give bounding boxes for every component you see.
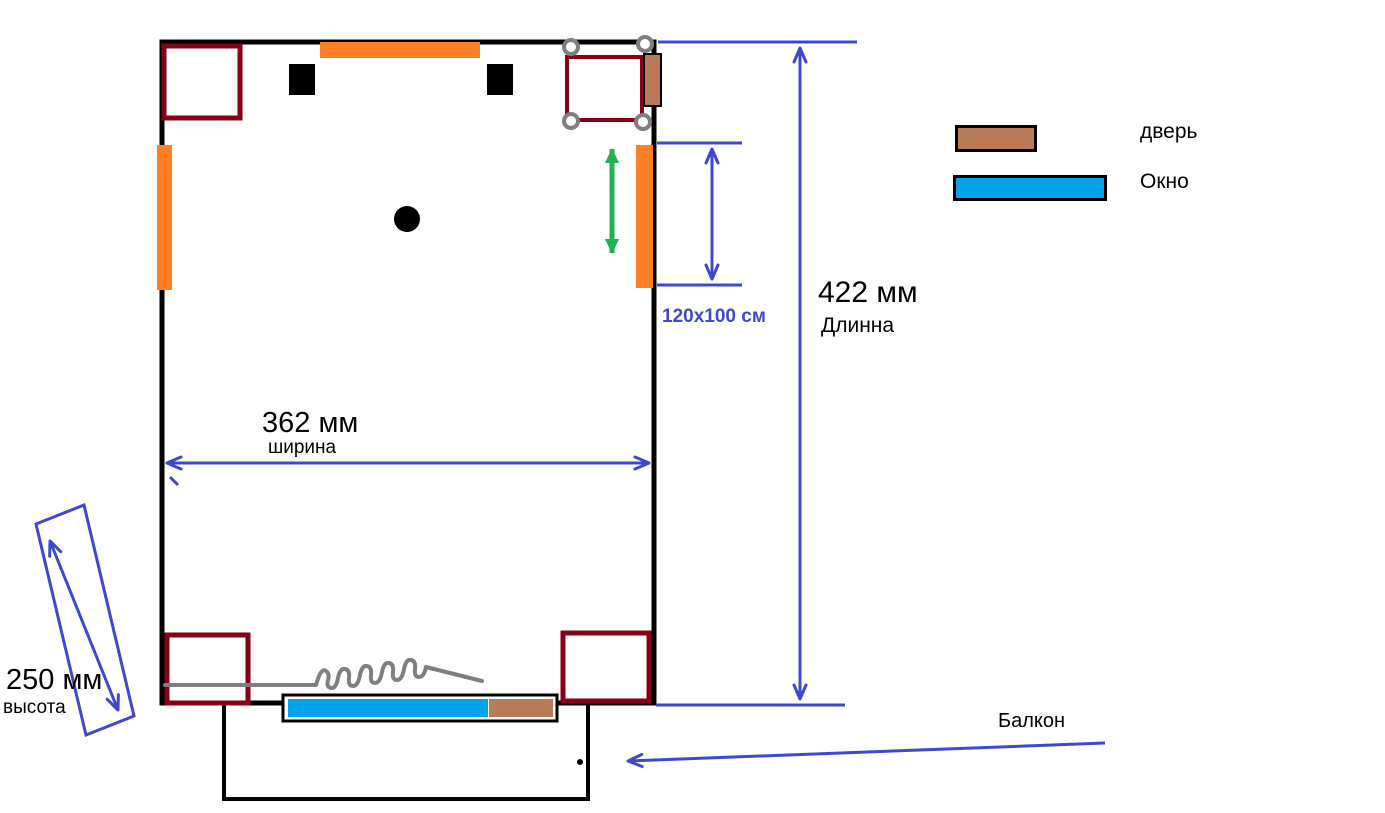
furniture-bottom-right (560, 630, 652, 704)
legend-window-swatch (953, 175, 1107, 201)
legend-window-label: Окно (1140, 170, 1189, 193)
furniture-top-right (565, 55, 644, 122)
window-door-frame (281, 693, 559, 723)
dimension-lines (34, 40, 1106, 768)
legend-door-label: дверь (1140, 120, 1198, 143)
radiator-left (157, 145, 172, 290)
width-tick (168, 475, 180, 487)
length-label: Длинна (821, 314, 895, 337)
height-label: высота (3, 697, 66, 718)
balcony-label: Балкон (998, 710, 1066, 732)
black-block-left (289, 64, 315, 95)
corner-ring-top-right (636, 35, 654, 53)
corner-ring-bottom-left (562, 112, 580, 130)
door-bottom (489, 699, 553, 717)
length-value: 422 мм (818, 276, 918, 309)
radiator-top (320, 42, 480, 58)
ceiling-light-dot (394, 206, 420, 232)
balcony-outline (222, 704, 590, 801)
door-top-right (643, 53, 662, 107)
legend-door-swatch (955, 125, 1037, 152)
window-bottom (288, 699, 488, 717)
balcony-dot (577, 759, 583, 765)
corner-ring-top-left (562, 38, 580, 56)
width-value: 362 мм (262, 407, 359, 439)
furniture-top-left (161, 43, 243, 121)
corner-ring-bottom-right (634, 113, 652, 131)
height-value: 250 мм (6, 664, 103, 696)
balcony-pointer-arrow (626, 741, 1106, 768)
black-block-right (487, 64, 513, 95)
furniture-bottom-left (164, 632, 251, 706)
curtain-scribble (163, 657, 484, 691)
radiator-right (636, 145, 653, 288)
window-size-label: 120x100 см (662, 306, 766, 327)
room-outline (159, 39, 657, 706)
width-label: ширина (268, 437, 337, 458)
